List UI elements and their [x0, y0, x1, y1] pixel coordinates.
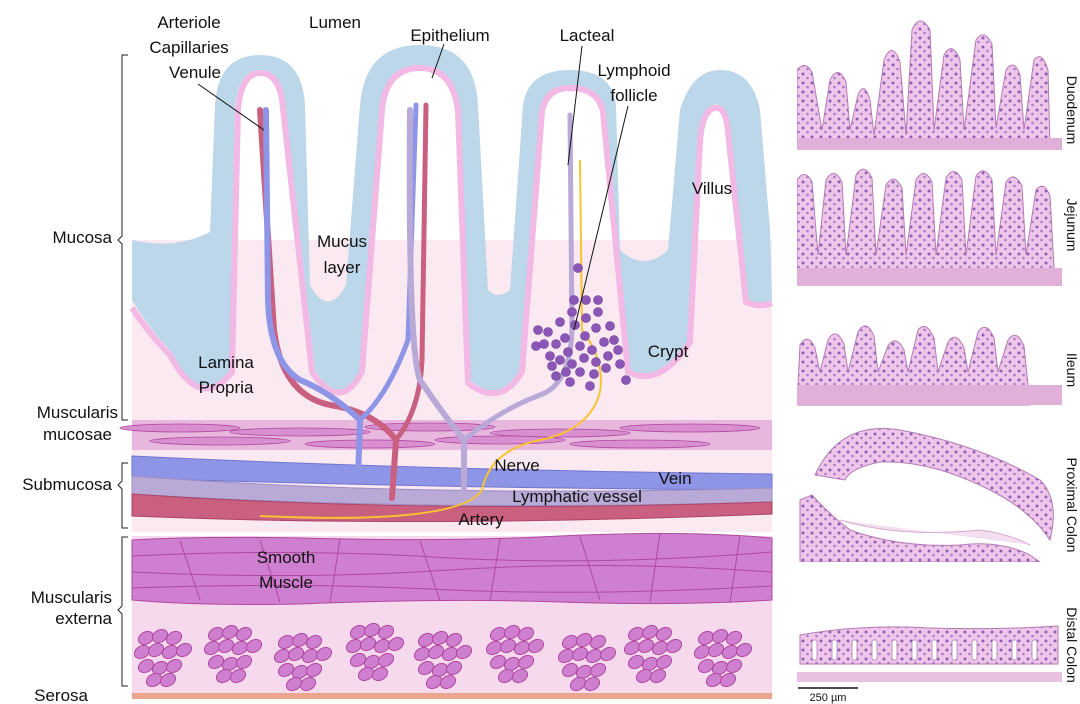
- label-artery: Artery: [458, 510, 504, 529]
- follicle-cell: [561, 334, 570, 343]
- label-arteriole: Arteriole: [157, 13, 220, 32]
- follicle-cell: [570, 296, 579, 305]
- follicle-cell: [592, 358, 601, 367]
- label-lamina-1: Lamina: [198, 353, 254, 372]
- follicle-cell: [568, 360, 577, 369]
- follicle-cell: [592, 324, 601, 333]
- layer-muscularis-mucosae-2: mucosae: [43, 425, 112, 444]
- histology-jejunum: [797, 163, 1062, 288]
- follicle-cell: [556, 318, 565, 327]
- follicle-cell: [544, 328, 553, 337]
- follicle-cell: [586, 382, 595, 391]
- layer-muscularis-mucosae-1: Muscularis: [37, 403, 118, 422]
- label-vein: Vein: [658, 469, 691, 488]
- follicle-cell: [594, 308, 603, 317]
- follicle-cell: [546, 352, 555, 361]
- label-villus: Villus: [692, 179, 732, 198]
- layer-muscularis-externa-2: externa: [55, 609, 112, 628]
- histology-label-proximal-colon: Proximal Colon: [1064, 458, 1080, 553]
- label-nerve: Nerve: [494, 456, 539, 475]
- histology-distal-colon: [797, 600, 1062, 685]
- follicle-cell: [602, 364, 611, 373]
- follicle-cell: [614, 346, 623, 355]
- follicle-cell: [622, 376, 631, 385]
- follicle-cell: [582, 314, 591, 323]
- follicle-cell: [552, 372, 561, 381]
- follicle-cell: [610, 336, 619, 345]
- follicle-cell: [606, 322, 615, 331]
- follicle-cell: [548, 362, 557, 371]
- follicle-cell: [566, 378, 575, 387]
- histology-label-duodenum: Duodenum: [1064, 76, 1080, 145]
- layer-mucosa: Mucosa: [52, 228, 112, 247]
- follicle-cell: [540, 340, 549, 349]
- follicle-cell: [534, 326, 543, 335]
- label-lymphatic: Lymphatic vessel: [512, 487, 642, 506]
- follicle-cell: [556, 356, 565, 365]
- follicle-cell: [594, 296, 603, 305]
- label-lymphoid-1: Lymphoid: [597, 61, 670, 80]
- follicle-cell: [532, 342, 541, 351]
- follicle-cell: [600, 338, 609, 347]
- layer-submucosa: Submucosa: [22, 475, 112, 494]
- follicle-cell: [604, 352, 613, 361]
- label-lacteal: Lacteal: [560, 26, 615, 45]
- follicle-cell: [581, 332, 590, 341]
- label-lumen: Lumen: [309, 13, 361, 32]
- label-lamina-2: Propria: [199, 378, 254, 397]
- histology-duodenum: [797, 10, 1062, 150]
- layer-serosa: Serosa: [34, 686, 88, 704]
- label-crypt: Crypt: [648, 342, 689, 361]
- follicle-cell: [582, 296, 591, 305]
- follicle-cell: [590, 370, 599, 379]
- label-venule: Venule: [169, 63, 221, 82]
- histology-ileum: [797, 312, 1062, 409]
- follicle-cell: [568, 308, 577, 317]
- histology-label-jejunum: Jejunum: [1064, 199, 1080, 252]
- follicle-cell: [564, 348, 573, 357]
- label-capillaries: Capillaries: [149, 38, 228, 57]
- label-lymphoid-2: follicle: [610, 86, 657, 105]
- follicle-cell: [562, 368, 571, 377]
- longitudinal-muscle: [132, 533, 772, 604]
- label-epithelium: Epithelium: [410, 26, 489, 45]
- layer-muscularis-externa-1: Muscularis: [31, 588, 112, 607]
- histology-proximal-colon: [797, 422, 1062, 562]
- follicle-cell: [574, 264, 583, 273]
- label-smooth-1: Smooth: [257, 548, 316, 567]
- follicle-cell: [588, 346, 597, 355]
- serosa-layer: [132, 693, 772, 699]
- follicle-cell: [616, 360, 625, 369]
- histology-label-ileum: Ileum: [1064, 353, 1080, 387]
- label-mucus-2: layer: [324, 258, 361, 277]
- label-mucus-1: Mucus: [317, 232, 367, 251]
- follicle-cell: [580, 354, 589, 363]
- layer-braces: [118, 55, 128, 686]
- label-smooth-2: Muscle: [259, 573, 313, 592]
- follicle-cell: [576, 368, 585, 377]
- scale-bar-label: 250 µm: [810, 692, 847, 704]
- histology-label-distal-colon: Distal Colon: [1064, 607, 1080, 682]
- follicle-cell: [552, 340, 561, 349]
- follicle-cell: [576, 342, 585, 351]
